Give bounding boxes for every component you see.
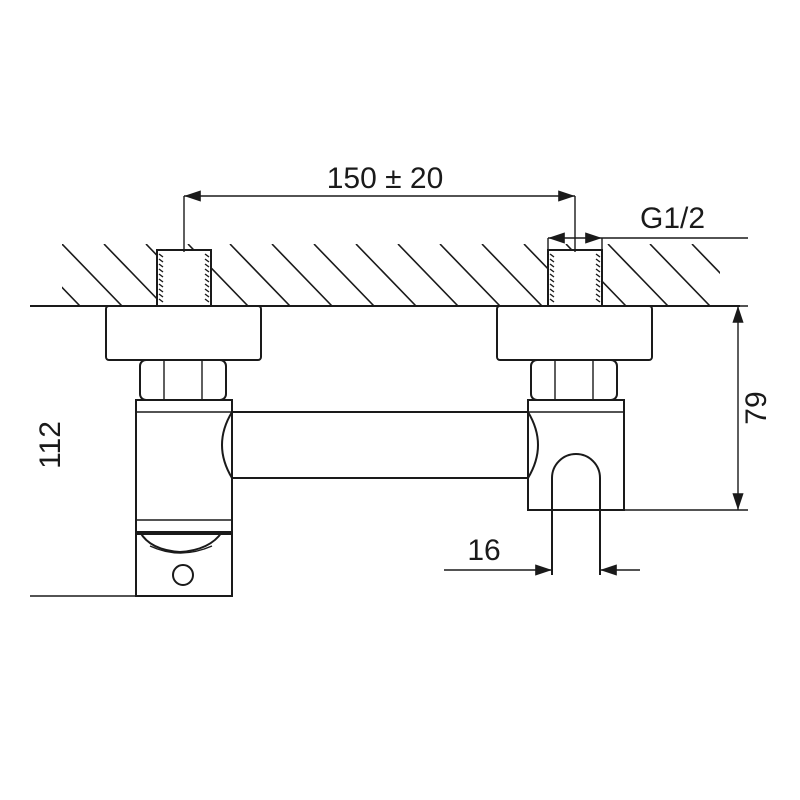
hatch-line (734, 244, 794, 306)
hatch-line (397, 244, 459, 306)
cap-screw-icon (172, 564, 194, 586)
right-valve-body (527, 399, 625, 511)
hatch-line (649, 244, 711, 306)
thread-mark (549, 268, 555, 273)
thread-mark (204, 283, 210, 288)
thread-mark (204, 253, 210, 258)
thread-mark (595, 288, 601, 293)
hatch-line (62, 286, 81, 306)
thread-mark (595, 298, 601, 303)
thread-mark (549, 263, 555, 268)
bottom-cap (135, 533, 233, 597)
hatch-line (313, 244, 375, 306)
thread-mark (549, 253, 555, 258)
total-height-dimension: 112 (30, 421, 136, 597)
thread-mark (595, 253, 601, 258)
right-cover-plate (496, 305, 653, 361)
total-height-label: 112 (34, 421, 67, 469)
thread-mark (158, 293, 164, 298)
thread-mark (158, 278, 164, 283)
hatch-line (103, 244, 165, 306)
hatch-line (229, 244, 291, 306)
left-threaded-pipe (156, 249, 212, 307)
spacing-dimension-label: 150 ± 20 (327, 162, 444, 195)
thread-mark (204, 298, 210, 303)
thread-mark (549, 288, 555, 293)
thread-mark (158, 268, 164, 273)
thread-mark (158, 288, 164, 293)
outlet-height-label: 79 (740, 391, 773, 424)
thread-dimension-label: G1/2 (640, 202, 705, 235)
thread-mark (158, 258, 164, 263)
thread-mark (595, 258, 601, 263)
hatch-line (607, 244, 669, 306)
hatch-line (439, 244, 501, 306)
thread-mark (204, 268, 210, 273)
bottom-cartridge (139, 531, 223, 554)
hatch-line (62, 244, 123, 306)
hatch-line (481, 244, 543, 306)
left-hex-nut (139, 359, 227, 401)
right-threaded-pipe (547, 249, 603, 307)
thread-mark (204, 273, 210, 278)
thread-mark (158, 273, 164, 278)
hatch-line (776, 244, 800, 306)
thread-mark (549, 278, 555, 283)
outlet-height-dimension: 79 (624, 305, 773, 511)
thread-mark (549, 258, 555, 263)
thread-mark (549, 298, 555, 303)
thread-dimension: G1/2 (547, 202, 748, 252)
wall-hatching (62, 244, 800, 306)
connecting-bar (221, 411, 539, 479)
thread-mark (549, 283, 555, 288)
thread-mark (595, 283, 601, 288)
thread-mark (595, 278, 601, 283)
spacing-dimension: 150 ± 20 (183, 162, 576, 252)
hatch-line (271, 244, 333, 306)
thread-mark (595, 293, 601, 298)
hatch-line (355, 244, 417, 306)
thread-mark (204, 278, 210, 283)
left-cover-plate (105, 305, 262, 361)
thread-mark (595, 273, 601, 278)
thread-mark (549, 293, 555, 298)
thread-mark (158, 298, 164, 303)
thread-mark (595, 263, 601, 268)
left-valve-body (135, 399, 233, 533)
thread-mark (158, 263, 164, 268)
thread-mark (158, 253, 164, 258)
shower-outlet (551, 453, 601, 575)
thread-mark (204, 258, 210, 263)
outlet-diameter-dimension: 16 (444, 534, 640, 576)
thread-mark (549, 273, 555, 278)
thread-mark (204, 288, 210, 293)
thread-mark (204, 263, 210, 268)
outlet-diameter-label: 16 (467, 534, 500, 567)
right-hex-nut (530, 359, 618, 401)
thread-mark (158, 283, 164, 288)
hatch-line (691, 244, 720, 275)
thread-mark (595, 268, 601, 273)
thread-mark (204, 293, 210, 298)
